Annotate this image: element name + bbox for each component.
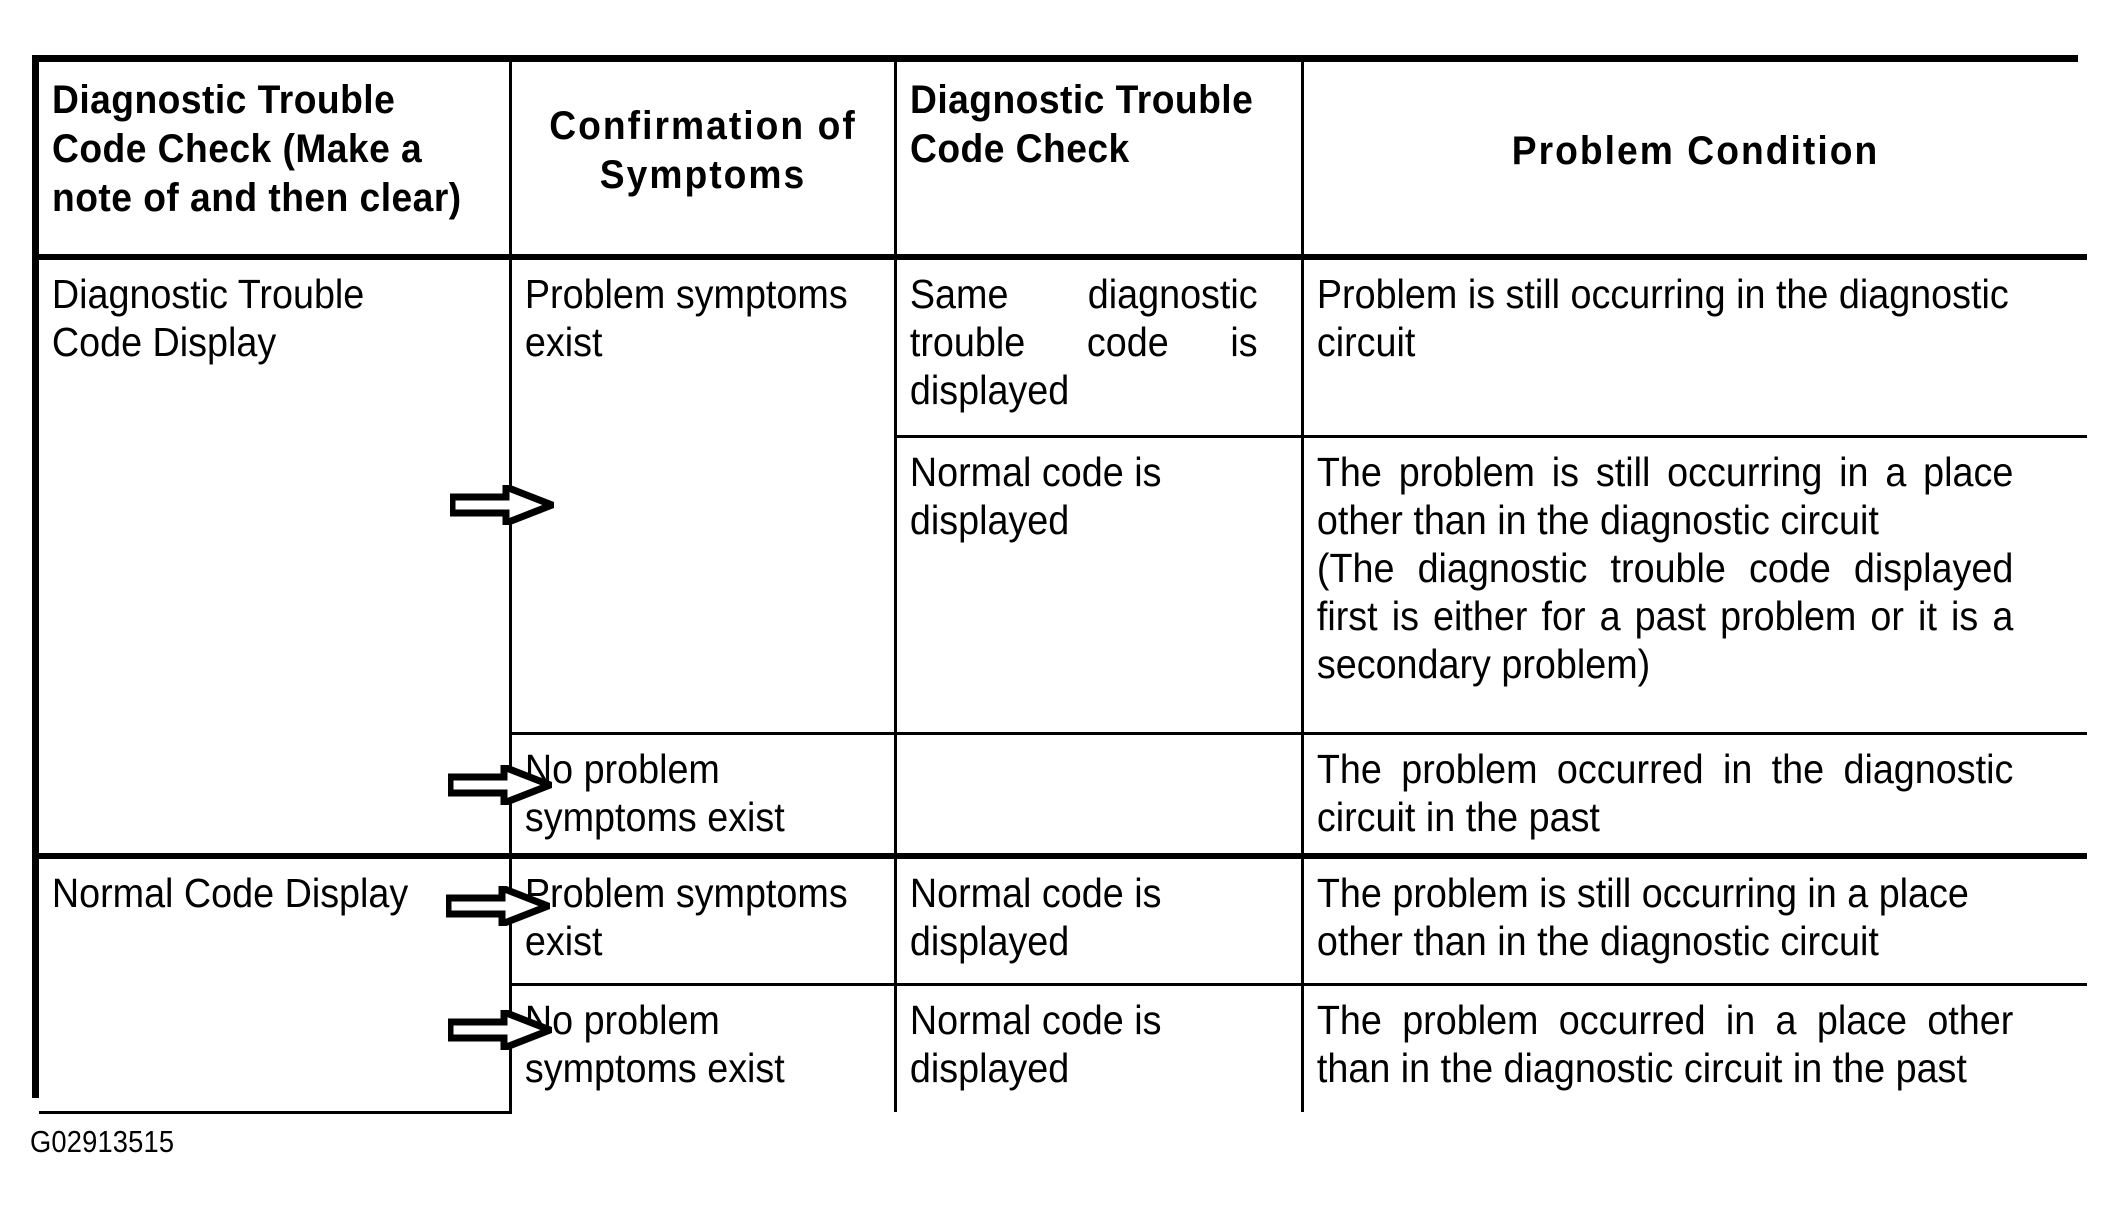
text-problem-condition-2: The problem is still occurring in a plac… <box>1316 449 2014 687</box>
cell-second-check-same-code: Same diagnostic trouble code is displaye… <box>894 254 1304 438</box>
cell-second-check-empty <box>894 732 1304 858</box>
table-row: No problem symptoms exist The problem oc… <box>39 732 2087 858</box>
header-cell-code-check: Diagnostic Trouble Code Check (Make a no… <box>39 62 512 260</box>
cell-code-check-normal-display: Normal Code Display <box>39 853 512 1114</box>
text-second-check-normal-code-1: Normal code is displayed <box>909 449 1162 543</box>
text-second-check-normal-code-3: Normal code is displayed <box>909 997 1162 1091</box>
text-second-check-empty <box>897 735 1269 753</box>
cell-problem-condition-3: The problem occurred in the diagnostic c… <box>1301 732 2087 858</box>
table-header-row: Diagnostic Trouble Code Check (Make a no… <box>39 62 2087 260</box>
text-code-check-dtc-display: Diagnostic Trouble Code Display <box>51 271 365 365</box>
cell-symptoms-problem-exist-2: Problem symptoms exist <box>509 853 897 986</box>
cell-second-check-normal-code-3: Normal code is displayed <box>894 983 1304 1112</box>
table-row: Normal code is displayed The problem is … <box>39 435 2087 735</box>
header-cell-problem-condition: Problem Condition <box>1301 62 2087 260</box>
cell-problem-condition-1: Problem is still occurring in the diagno… <box>1301 254 2087 438</box>
dtc-table: Diagnostic Trouble Code Check (Make a no… <box>39 62 2087 1114</box>
text-problem-condition-4: The problem is still occurring in a plac… <box>1316 870 1969 964</box>
cell-second-check-normal-code-1: Normal code is displayed <box>895 435 1304 735</box>
header-label-problem-condition: Problem Condition <box>1511 128 1880 173</box>
text-symptoms-problem-exist: Problem symptoms exist <box>524 271 848 365</box>
text-problem-condition-3: The problem occurred in the diagnostic c… <box>1316 746 2014 840</box>
header-label-second-check: Diagnostic Trouble Code Check <box>910 78 1254 171</box>
table-header: Diagnostic Trouble Code Check (Make a no… <box>39 62 2087 260</box>
cell-problem-condition-2: The problem is still occurring in a plac… <box>1301 435 2087 735</box>
flow-arrow-1-icon <box>450 485 554 525</box>
table-row: Normal Code Display Problem symptoms exi… <box>39 853 2087 1114</box>
header-label-code-check: Diagnostic Trouble Code Check (Make a no… <box>52 78 462 220</box>
text-code-check-normal-display: Normal Code Display <box>51 870 409 916</box>
cell-problem-condition-4: The problem is still occurring in a plac… <box>1301 853 2087 986</box>
text-symptoms-no-problem-1: No problem symptoms exist <box>524 746 785 840</box>
table-body: Diagnostic Trouble Code Display Problem … <box>39 254 2087 1114</box>
text-symptoms-problem-exist-2: Problem symptoms exist <box>524 870 848 964</box>
cell-symptoms-no-problem-2: No problem symptoms exist <box>510 983 897 1112</box>
figure-caption: G02913515 <box>30 1124 175 1159</box>
flow-arrow-4-icon <box>448 1010 552 1050</box>
table-row: Diagnostic Trouble Code Display Problem … <box>39 254 2087 858</box>
dtc-table-container: Diagnostic Trouble Code Check (Make a no… <box>32 55 2087 1114</box>
cell-symptoms-no-problem-1: No problem symptoms exist <box>510 732 897 858</box>
text-symptoms-no-problem-2: No problem symptoms exist <box>524 997 785 1091</box>
text-second-check-normal-code-2: Normal code is displayed <box>909 870 1162 964</box>
text-second-check-same-code: Same diagnostic trouble code is displaye… <box>909 271 1258 413</box>
flow-arrow-3-icon <box>446 886 550 926</box>
text-problem-condition-1: Problem is still occurring in the diagno… <box>1316 271 2009 365</box>
cell-symptoms-problem-exist: Problem symptoms exist <box>509 254 897 735</box>
cell-problem-condition-5: The problem occurred in a place other th… <box>1301 983 2087 1112</box>
cell-code-check-dtc-display: Diagnostic Trouble Code Display <box>39 254 512 858</box>
cell-second-check-normal-code-2: Normal code is displayed <box>894 853 1304 986</box>
header-cell-confirmation: Confirmation of Symptoms <box>509 62 897 260</box>
header-cell-second-check: Diagnostic Trouble Code Check <box>894 62 1304 260</box>
flow-arrow-2-icon <box>448 765 552 805</box>
header-label-confirmation: Confirmation of Symptoms <box>549 104 857 197</box>
table-row: No problem symptoms exist Normal code is… <box>39 983 2087 1112</box>
text-problem-condition-5: The problem occurred in a place other th… <box>1316 997 2014 1091</box>
